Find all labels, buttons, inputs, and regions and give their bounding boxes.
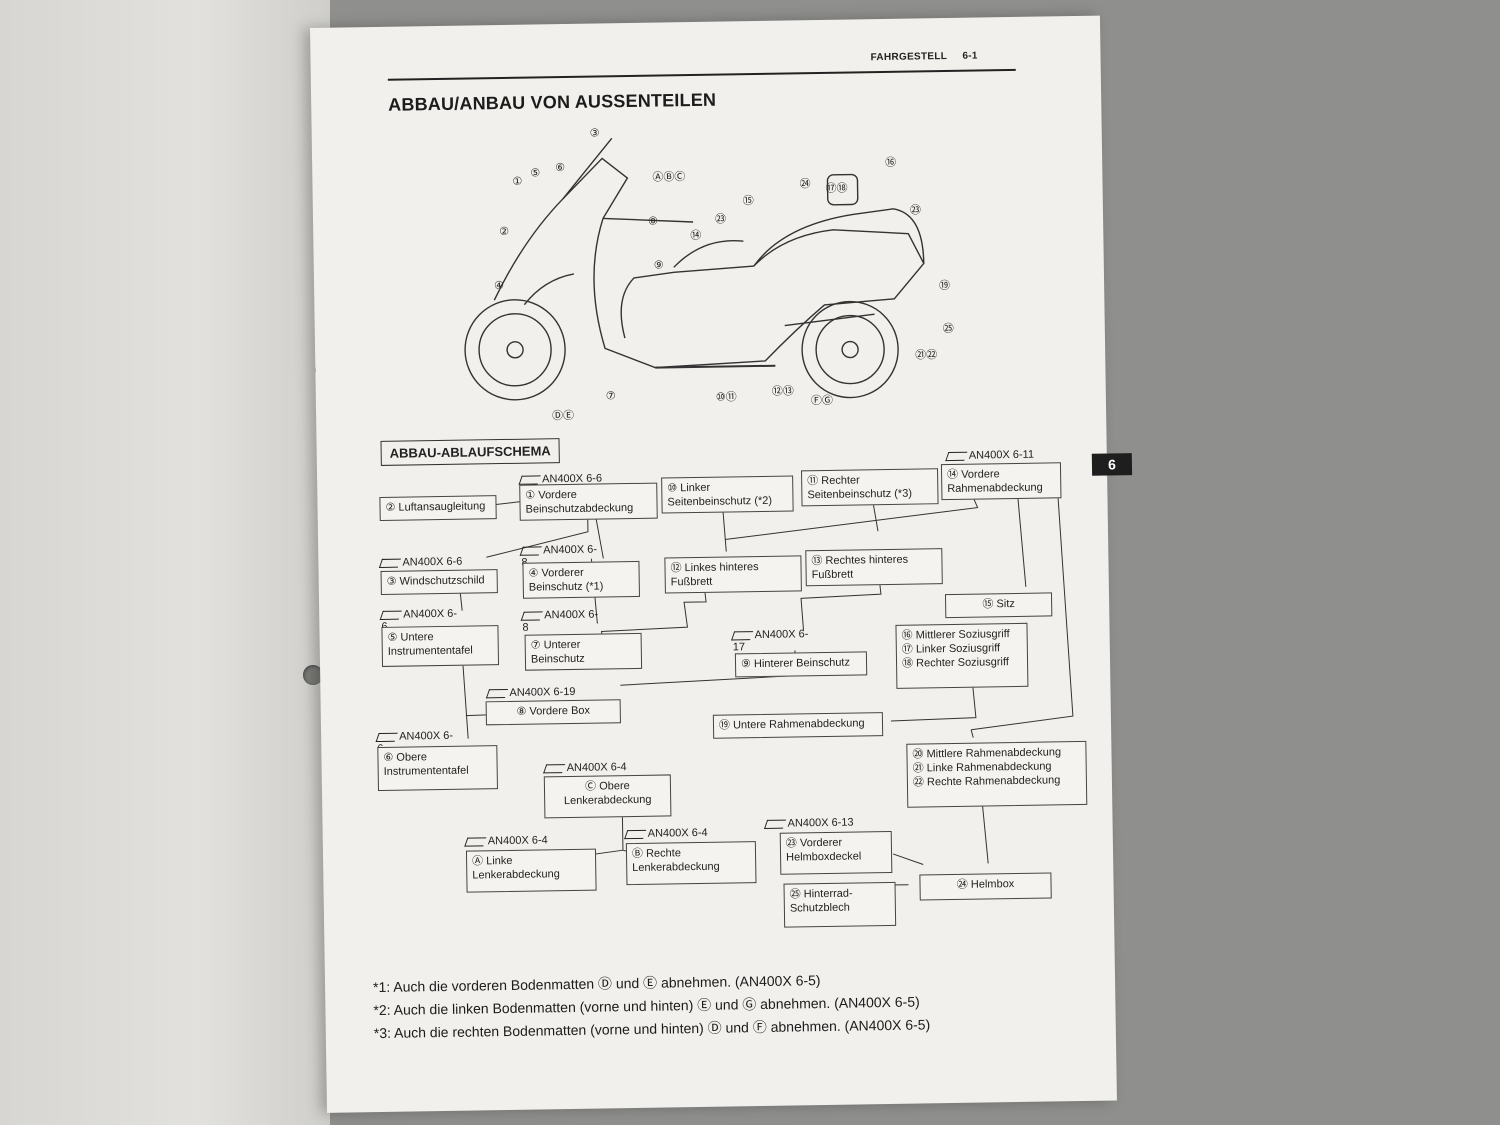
reference-note: AN400X 6-4 [624, 827, 708, 840]
step-box: ② Luftansaugleitung [379, 495, 497, 521]
reference-icon [543, 763, 566, 774]
reference-icon [464, 836, 487, 847]
step-box: ⑥ Obere Instrumententafel [377, 745, 498, 792]
step-line: ⑯ Mittlerer Soziusgriff [901, 628, 1010, 642]
reference-icon [624, 829, 647, 839]
step-box: ㉕ Hinterrad-Schutzblech [783, 881, 897, 928]
step-box: ⑩ Linker Seitenbeinschutz (*2) [661, 475, 794, 514]
step-box: Ⓑ Rechte Lenkerabdeckung [625, 841, 757, 886]
step-box-group: ⑯ Mittlerer Soziusgriff ⑰ Linker Soziusg… [895, 622, 1029, 689]
reference-icon [520, 611, 543, 621]
step-box: Ⓒ Obere Lenkerabdeckung [543, 774, 672, 819]
step-line: ㉒ Rechte Rahmenabdeckung [912, 774, 1061, 789]
reference-note: AN400X 6-11 [945, 449, 1034, 462]
step-box: ⑦ Unterer Beinschutz [524, 632, 643, 671]
scheme-title: ABBAU-ABLAUFSCHEMA [380, 438, 560, 466]
step-box: ⑫ Linkes hinteres Fußbrett [664, 555, 802, 594]
step-box: ① Vordere Beinschutzabdeckung [519, 482, 658, 521]
step-box: ⑭ Vordere Rahmenabdeckung [940, 462, 1062, 501]
reference-icon [375, 732, 398, 742]
reference-icon [763, 819, 787, 829]
step-line: ⑱ Rechter Soziusgriff [901, 656, 1009, 670]
step-box-group: ⑳ Mittlere Rahmenabdeckung ㉑ Linke Rahme… [906, 740, 1088, 808]
reference-note: AN400X 6-6 [378, 556, 462, 569]
reference-note: AN400X 6-17 [731, 628, 809, 654]
step-box: ⑲ Untere Rahmenabdeckung [712, 712, 884, 739]
reference-icon [379, 610, 402, 620]
step-box: ㉓ Vorderer Helmboxdeckel [779, 830, 893, 875]
reference-icon [485, 688, 509, 698]
punch-hole [303, 665, 323, 685]
reference-icon [945, 451, 968, 461]
reference-note: AN400X 6-4 [543, 761, 627, 774]
step-box: ⑪ Rechter Seitenbeinschutz (*3) [801, 468, 939, 507]
step-box: ⑤ Untere Instrumententafel [381, 625, 500, 667]
step-line: ⑳ Mittlere Rahmenabdeckung [912, 746, 1062, 761]
step-box: ⑮ Sitz [944, 592, 1053, 619]
reference-note: AN400X 6-4 [464, 834, 548, 847]
step-box: ⑬ Rechtes hinteres Fußbrett [805, 548, 943, 587]
reference-icon [518, 475, 541, 485]
reference-icon [519, 546, 542, 556]
step-box: ④ Vorderer Beinschutz (*1) [522, 560, 640, 599]
manual-page: FAHRGESTELL 6-1 ABBAU/ANBAU VON AUSSENTE… [310, 15, 1133, 1113]
reference-note: AN400X 6-19 [485, 686, 576, 699]
scooter-illustration [464, 137, 925, 401]
step-box: ⑧ Vordere Box [485, 699, 621, 726]
step-box: ③ Windschutzschild [380, 569, 498, 595]
facing-page [0, 0, 335, 1125]
step-box: Ⓐ Linke Lenkerabdeckung [465, 848, 597, 893]
reference-note: AN400X 6-8 [520, 608, 599, 634]
reference-icon [378, 558, 401, 568]
step-box: ㉔ Helmbox [919, 872, 1052, 901]
reference-icon [731, 630, 754, 641]
reference-note: AN400X 6-13 [763, 817, 854, 830]
step-box: ⑨ Hinterer Beinschutz [734, 651, 868, 678]
